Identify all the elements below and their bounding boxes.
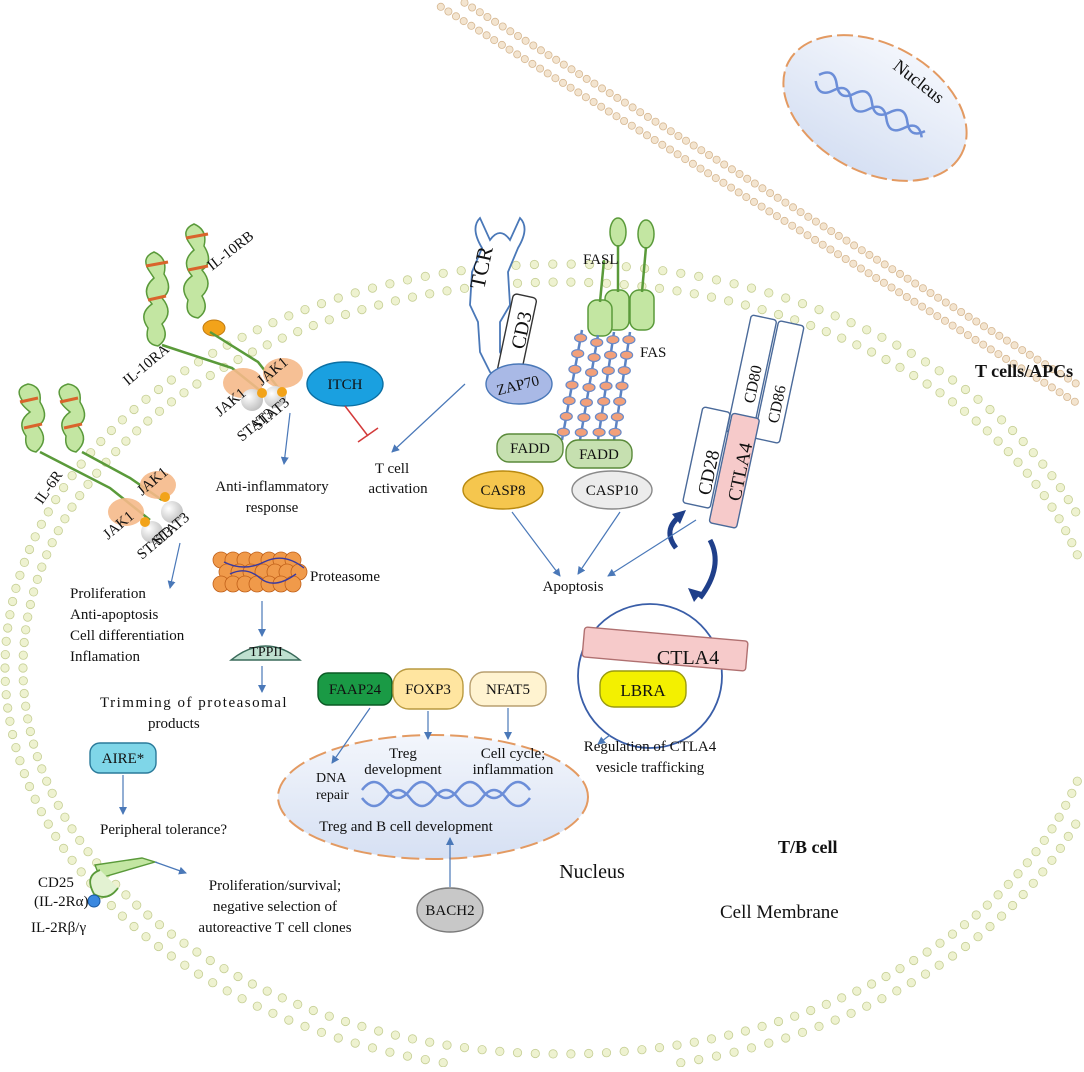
dna-icon	[361, 780, 531, 808]
arrow	[511, 511, 561, 577]
ctla4-vesicle-box	[581, 626, 749, 672]
vesicle-regulation-label-2: vesicle trafficking	[596, 760, 705, 776]
casp8-node	[462, 470, 544, 510]
il6-outcome-0: Proliferation	[70, 586, 146, 602]
il6-receptor	[18, 383, 183, 543]
faap24-node	[317, 672, 393, 706]
proliferation-label-3: autoreactive T cell clones	[198, 920, 351, 936]
inhibition-line	[344, 405, 369, 437]
cd28-box	[682, 406, 731, 509]
cd86-box	[753, 320, 805, 444]
cd25-label-2: (IL-2Rα)	[34, 894, 89, 910]
bach2-label: BACH2	[425, 903, 474, 919]
nfat5-label: NFAT5	[486, 682, 530, 698]
foxp3-node	[392, 668, 464, 710]
il6-outcome-1: Anti-apoptosis	[70, 607, 158, 623]
anti-inflammatory-label-1: Anti-inflammatory	[215, 479, 329, 495]
il6-outcome-3: Inflamation	[70, 649, 140, 665]
tppii-label: TPPII	[249, 645, 283, 660]
anti-inflammatory-label-2: response	[246, 500, 299, 516]
tcells-apcs-label: T cells/APCs	[975, 361, 1073, 381]
lbra-node	[599, 670, 687, 708]
arrow	[331, 707, 371, 764]
phospho-icon	[160, 492, 170, 502]
apc-nucleus	[782, 34, 968, 182]
treg-development-label-2: development	[364, 762, 442, 778]
cd25-label-1: CD25	[38, 875, 74, 891]
cell-membrane-label: Cell Membrane	[720, 902, 839, 923]
aire-label: AIRE*	[102, 751, 145, 767]
foxp3-label: FOXP3	[405, 682, 451, 698]
lbra-label: LBRA	[620, 681, 666, 700]
tb-cell-label: T/B cell	[778, 837, 838, 857]
proteasome-label: Proteasome	[310, 569, 380, 585]
tppii-node	[229, 645, 302, 661]
dna-repair-label-2: repair	[316, 788, 349, 803]
arrow	[391, 383, 466, 453]
proliferation-label-2: negative selection of	[213, 899, 337, 915]
recycling-arrows-icon	[667, 514, 718, 600]
apoptosis-label: Apoptosis	[543, 579, 604, 595]
peripheral-tolerance-label: Peripheral tolerance?	[100, 822, 227, 838]
fadd-label-1: FADD	[510, 441, 550, 457]
arrow	[154, 861, 187, 875]
il10rb-label: IL-10RB	[205, 228, 258, 274]
casp10-label: CASP10	[586, 483, 639, 499]
proteasome-icon	[212, 551, 308, 593]
phospho-icon	[140, 517, 150, 527]
cell-cycle-label-1: Cell cycle;	[481, 746, 546, 762]
arrow	[280, 412, 291, 465]
itch-label: ITCH	[328, 377, 363, 393]
inhibition-bar	[357, 427, 379, 443]
cell-cycle-label-2: inflammation	[473, 762, 554, 778]
nfat5-node	[469, 671, 547, 707]
arrow	[167, 542, 181, 589]
proliferation-label-1: Proliferation/survival;	[209, 878, 341, 894]
faap24-label: FAAP24	[329, 682, 382, 698]
dna-icon	[818, 71, 926, 135]
ctla4-membrane-box	[708, 412, 760, 529]
il2-receptor	[87, 857, 158, 908]
zap70-node	[485, 363, 553, 405]
phospho-icon	[257, 388, 267, 398]
arrow	[577, 511, 621, 575]
fas-receptor	[556, 329, 636, 441]
fadd-node-2	[565, 439, 633, 469]
bach2-node	[416, 887, 484, 933]
vesicle-regulation-label-1: Regulation of CTLA4	[584, 739, 717, 755]
fadd-label-2: FADD	[579, 447, 619, 463]
fas-label: FAS	[640, 345, 666, 361]
fasl-label: FASL	[583, 252, 619, 268]
arrow	[597, 734, 611, 745]
recycle-arrowhead-icon	[672, 510, 686, 524]
dna-repair-label-1: DNA	[316, 771, 347, 786]
recycle-arrowhead-icon	[688, 588, 702, 602]
il10-receptor	[143, 223, 303, 411]
il10ra-label: IL-10RA	[120, 341, 173, 389]
arrow	[607, 519, 697, 577]
phospho-icon	[277, 387, 287, 397]
trimming-label-2: products	[148, 716, 200, 732]
fadd-node-1	[496, 433, 564, 463]
il6-outcome-2: Cell differentiation	[70, 628, 185, 644]
trimming-label-1: Trimming of proteasomal	[100, 695, 288, 711]
casp10-node	[571, 470, 653, 510]
costim-receptors	[682, 314, 805, 529]
pathway-arrows	[119, 383, 697, 887]
nucleus-inner-label: Nucleus	[559, 861, 625, 883]
il2rbg-label: IL-2Rβ/γ	[31, 920, 86, 936]
treg-development-label-1: Treg	[389, 746, 417, 762]
tcell-activation-label-1: T cell	[375, 461, 409, 477]
casp8-label: CASP8	[480, 483, 525, 499]
apc-cell-membrane	[436, 0, 1080, 406]
tcell-activation-label-2: activation	[368, 481, 428, 497]
aire-node	[89, 742, 157, 774]
tb-nucleus	[277, 734, 589, 860]
fasl-receptor-group	[556, 217, 655, 441]
ctla4-vesicle-label: CTLA4	[657, 647, 719, 669]
treg-bcell-label: Treg and B cell development	[319, 819, 493, 835]
